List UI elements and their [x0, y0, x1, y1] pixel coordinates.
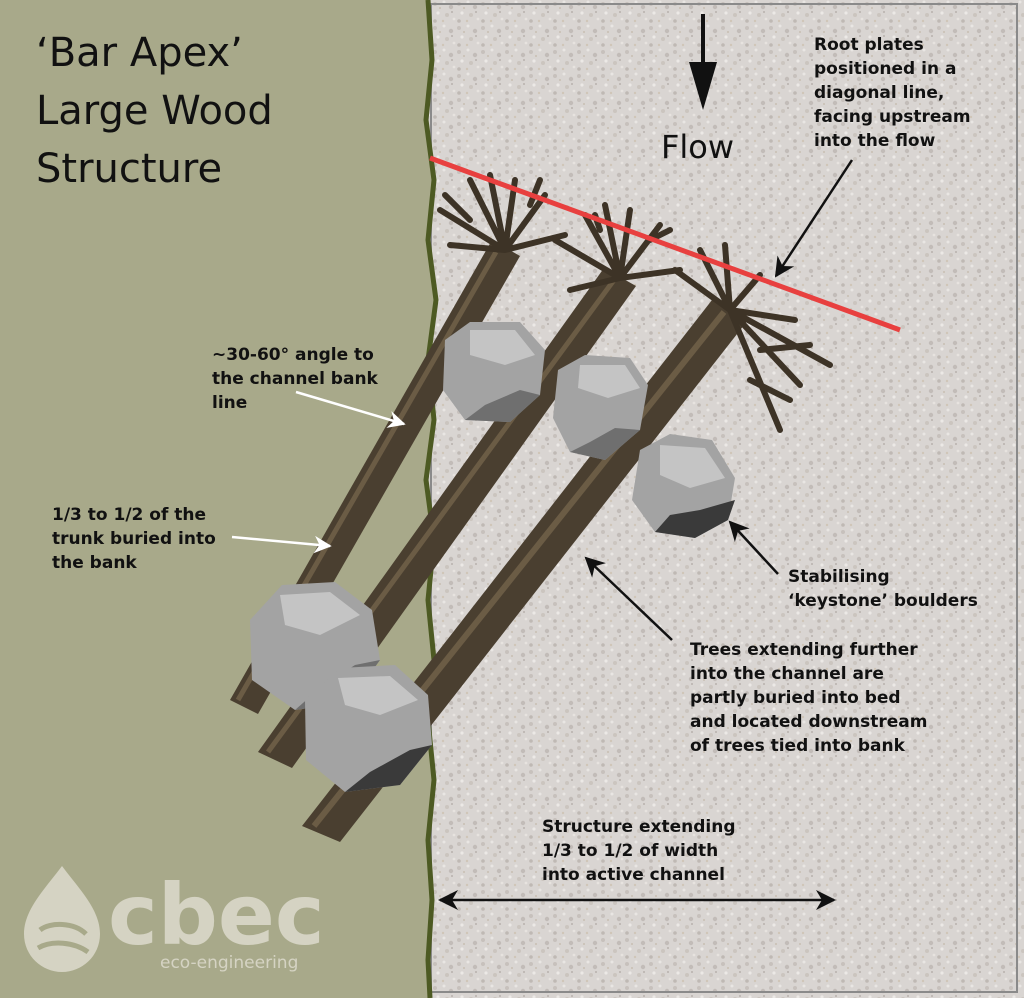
- channel-frame: [430, 3, 1018, 993]
- root-plates-arrow: [774, 159, 854, 278]
- logo-wordmark: cbec: [108, 866, 325, 964]
- trees-extending-arrow: [584, 556, 673, 641]
- boulder-5: [305, 665, 432, 792]
- flow-arrow: [689, 14, 717, 110]
- flow-label: Flow: [661, 128, 734, 166]
- boulder-1: [443, 322, 545, 422]
- boulder-2: [553, 355, 648, 460]
- root-plate-alignment-line: [429, 155, 901, 333]
- keystone-annotation: Stabilising ‘keystone’ boulders: [788, 567, 978, 611]
- root-plate-2: [552, 202, 683, 293]
- root-plates-annotation: Root plates positioned in a diagonal lin…: [814, 35, 977, 151]
- root-plate-3: [672, 242, 833, 433]
- angle-annotation: ~30-60° angle to the channel bank line: [212, 345, 384, 413]
- bank-edge-line: [423, 0, 439, 998]
- keystone-arrow: [728, 520, 779, 575]
- buried-annotation: 1/3 to 1/2 of the trunk buried into the …: [52, 505, 222, 573]
- structure-width-annotation: Structure extending 1/3 to 1/2 of width …: [542, 817, 741, 885]
- trees-extending-annotation: Trees extending further into the channel…: [690, 640, 933, 756]
- page-title: ‘Bar Apex’ Large Wood Structure: [36, 30, 286, 192]
- logo-tagline: eco-engineering: [160, 953, 298, 973]
- cbec-logo: cbec eco-engineering: [24, 866, 325, 973]
- angle-arrow: [295, 390, 406, 428]
- root-plate-1: [437, 172, 568, 253]
- boulder-3: [632, 434, 735, 538]
- buried-arrow: [231, 535, 332, 554]
